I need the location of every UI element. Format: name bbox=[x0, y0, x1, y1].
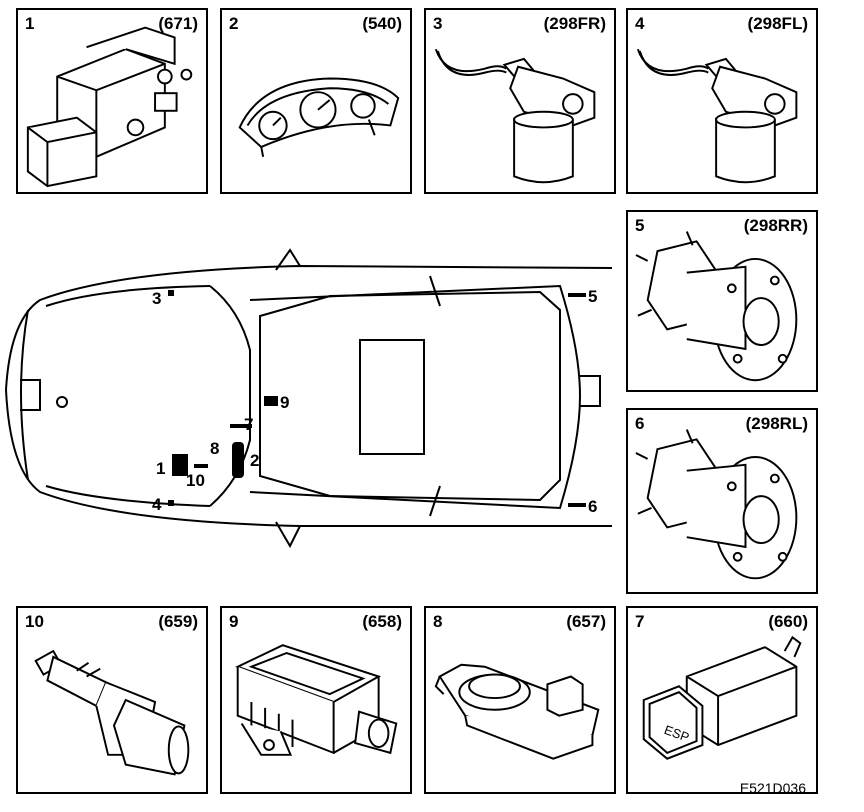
hub-drawing bbox=[635, 231, 798, 382]
esp-switch-drawing: ESP bbox=[642, 635, 802, 760]
panel-number: 6 bbox=[635, 414, 645, 433]
callout-8: 8 bbox=[210, 439, 219, 458]
panel-code: (671) bbox=[158, 14, 198, 33]
instrument-cluster-drawing bbox=[238, 77, 400, 157]
panel-code: (540) bbox=[362, 14, 402, 33]
steering-sensor-drawing bbox=[434, 663, 600, 760]
hub-drawing bbox=[635, 429, 798, 580]
panel-number: 5 bbox=[635, 216, 645, 235]
panel-number: 2 bbox=[229, 14, 239, 33]
abs-unit-drawing bbox=[26, 26, 193, 188]
panel-code: (659) bbox=[158, 612, 198, 631]
callout-3: 3 bbox=[152, 289, 161, 308]
panel-code: (298FR) bbox=[543, 14, 606, 33]
panel-number: 8 bbox=[433, 612, 443, 631]
panel-number: 1 bbox=[25, 14, 35, 33]
panel-instrument-cluster: 2 (540) bbox=[220, 8, 412, 194]
panel-code: (660) bbox=[768, 612, 808, 631]
panel-hub-sensor-rr: 5 (298RR) bbox=[626, 210, 818, 392]
callout-10: 10 bbox=[186, 471, 205, 490]
panel-abs-unit: 1 (671) bbox=[16, 8, 208, 194]
panel-code: (658) bbox=[362, 612, 402, 631]
yaw-sensor-drawing bbox=[235, 644, 398, 756]
panel-wheel-sensor-fr: 3 (298FR) bbox=[424, 8, 616, 194]
figure-reference-code: E521D036 bbox=[739, 780, 806, 796]
callout-9: 9 bbox=[280, 393, 289, 412]
callout-1: 1 bbox=[156, 459, 165, 478]
car-overview-drawing: 3 4 5 6 9 7 8 2 1 10 bbox=[4, 248, 612, 549]
wheel-sensor-drawing bbox=[434, 48, 596, 184]
panel-code: (298RR) bbox=[743, 216, 808, 235]
panel-code: (657) bbox=[566, 612, 606, 631]
panel-number: 7 bbox=[635, 612, 645, 631]
panel-steering-sensor: 8 (657) bbox=[424, 606, 616, 794]
pressure-sensor-drawing bbox=[34, 649, 190, 776]
callout-4: 4 bbox=[152, 495, 162, 514]
panel-pressure-sensor: 10 (659) bbox=[16, 606, 208, 794]
panel-hub-sensor-rl: 6 (298RL) bbox=[626, 408, 818, 594]
panel-code: (298FL) bbox=[747, 14, 808, 33]
callout-6: 6 bbox=[588, 497, 597, 516]
panel-wheel-sensor-fl: 4 (298FL) bbox=[626, 8, 818, 194]
callout-5: 5 bbox=[588, 287, 597, 306]
callout-7: 7 bbox=[244, 415, 253, 434]
callout-2: 2 bbox=[250, 451, 259, 470]
panel-number: 3 bbox=[433, 14, 443, 33]
panel-esp-switch: ESP 7 (660) bbox=[626, 606, 818, 794]
panel-number: 9 bbox=[229, 612, 239, 631]
panel-code: (298RL) bbox=[745, 414, 808, 433]
panel-number: 10 bbox=[25, 612, 44, 631]
wheel-sensor-drawing bbox=[636, 48, 798, 184]
panel-yaw-sensor: 9 (658) bbox=[220, 606, 412, 794]
panel-number: 4 bbox=[635, 14, 645, 33]
